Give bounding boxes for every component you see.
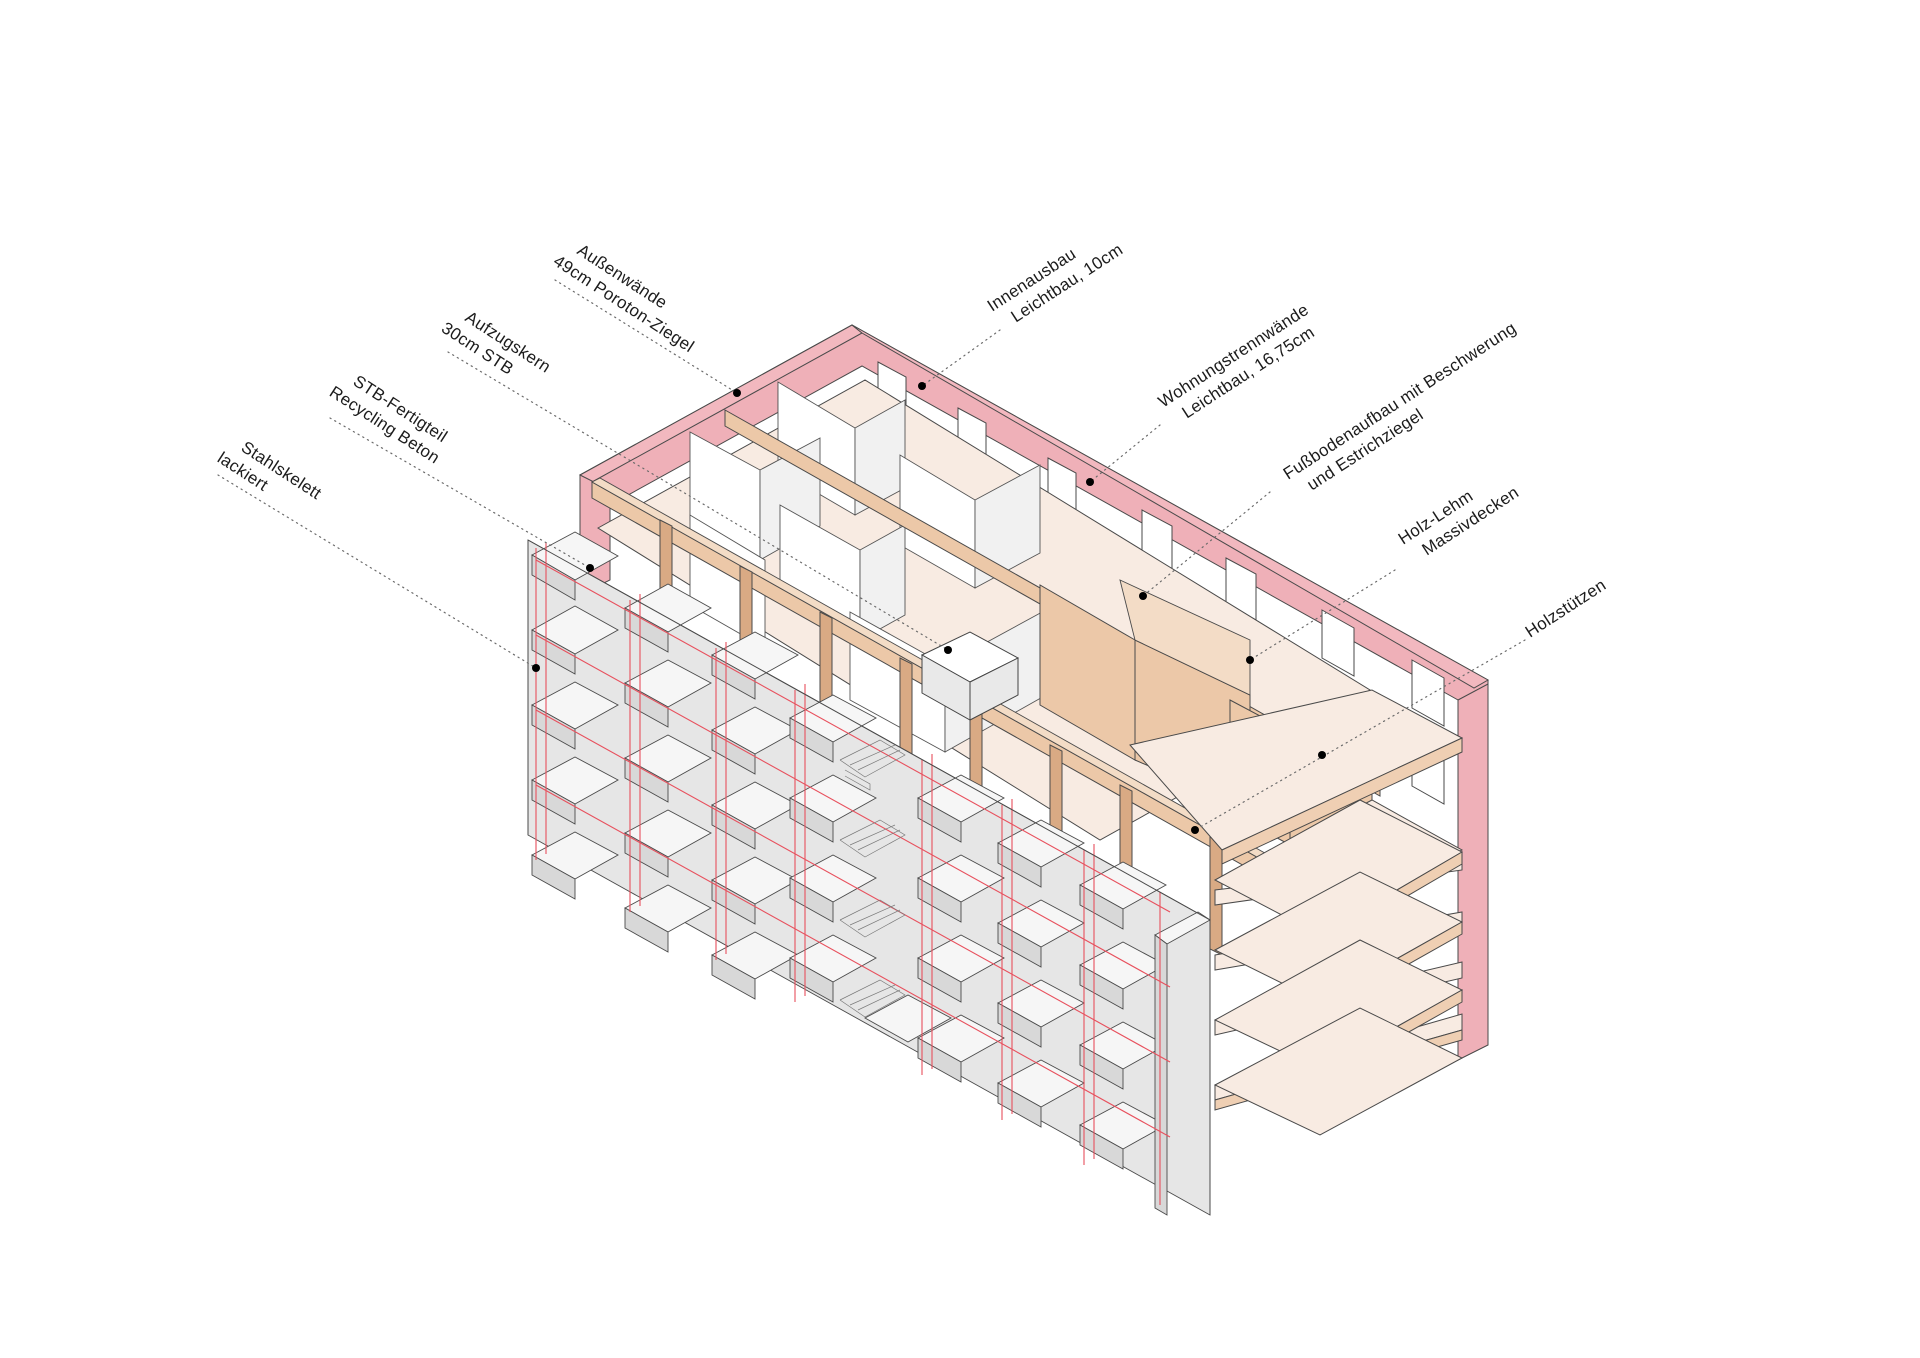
leader-wohnungstrennwaende bbox=[1089, 424, 1161, 483]
marker-aufzugskern bbox=[944, 646, 952, 654]
leader-lines bbox=[217, 279, 1526, 834]
label-holzstuetzen: Holzstützen bbox=[1522, 575, 1610, 641]
leader-stb-fertigteil bbox=[329, 417, 591, 569]
marker-holzstuetzen-2 bbox=[1318, 751, 1326, 759]
marker-aussenwaende bbox=[733, 389, 741, 397]
label-aussenwaende: Außenwände 49cm Poroton-Ziegel bbox=[550, 233, 709, 356]
leader-holzstuetzen bbox=[1194, 639, 1526, 831]
floor-slabs-right bbox=[1213, 799, 1464, 1136]
label-fussbodenaufbau: Fußbodenaufbau mit Beschwerung und Estri… bbox=[1280, 316, 1536, 502]
marker-holz-lehm bbox=[1246, 656, 1254, 664]
leader-aussenwaende bbox=[554, 279, 738, 394]
marker-innenausbau bbox=[918, 382, 926, 390]
exterior-brick-wall bbox=[578, 324, 1490, 1061]
leader-fussbodenaufbau bbox=[1142, 491, 1271, 597]
label-innenausbau: Innenausbau Leichtbau, 10cm bbox=[984, 221, 1126, 333]
leader-holz-lehm bbox=[1249, 569, 1396, 661]
steel-skeleton bbox=[535, 542, 1171, 1205]
leader-innenausbau bbox=[921, 329, 1001, 387]
label-holz-lehm: Holz-Lehm Massivdecken bbox=[1395, 464, 1522, 567]
elevator-core bbox=[920, 631, 1020, 721]
external-staircase bbox=[839, 739, 906, 1018]
marker-stb-fertigteil bbox=[586, 564, 594, 572]
label-wohnungstrennwaende: Wohnungstrennwände Leichtbau, 16,75cm bbox=[1155, 297, 1329, 430]
leader-stahlskelett bbox=[217, 474, 537, 669]
label-stahlskelett: Stahlskelett lackiert bbox=[214, 430, 329, 525]
label-stb-fertigteil: STB-Fertigteil Recycling Beton bbox=[326, 364, 455, 468]
marker-wohnungstrennwaende bbox=[1086, 478, 1094, 486]
front-facade bbox=[527, 531, 1211, 1216]
label-aufzugskern: Aufzugskern 30cm STB bbox=[438, 300, 558, 398]
building-axonometry bbox=[527, 324, 1490, 1216]
marker-fussbodenaufbau bbox=[1139, 592, 1147, 600]
leader-aufzugskern bbox=[447, 351, 949, 651]
marker-stahlskelett bbox=[532, 664, 540, 672]
marker-holzstuetzen bbox=[1191, 826, 1199, 834]
